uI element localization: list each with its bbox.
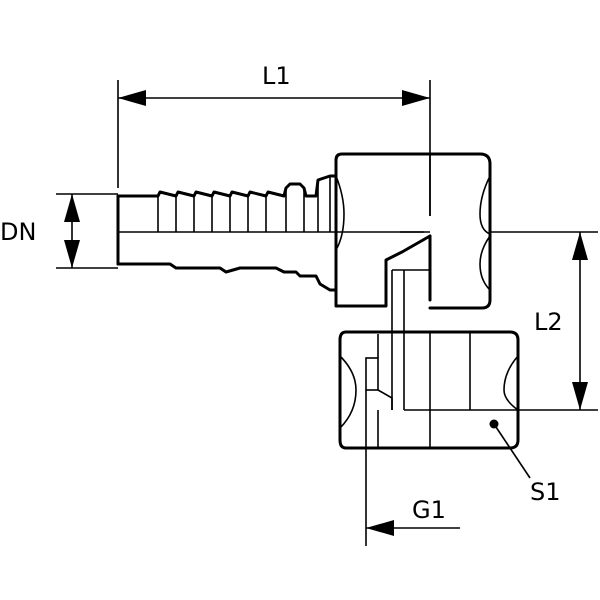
dimension-l2: L2 — [430, 231, 598, 411]
label-s1: S1 — [530, 478, 561, 506]
label-l1: L1 — [262, 62, 291, 90]
hose-tail — [116, 174, 424, 292]
dimension-l1: L1 — [117, 62, 431, 216]
label-l2: L2 — [534, 308, 563, 336]
elbow-body — [334, 231, 432, 410]
label-dn: DN — [0, 218, 36, 246]
dimension-s1: S1 — [489, 419, 561, 506]
upper-hex-nut — [334, 152, 492, 310]
dimension-dn: DN — [0, 193, 118, 269]
label-g1: G1 — [412, 496, 446, 524]
swivel-nut — [338, 330, 520, 450]
dimension-g1: G1 — [365, 448, 460, 546]
